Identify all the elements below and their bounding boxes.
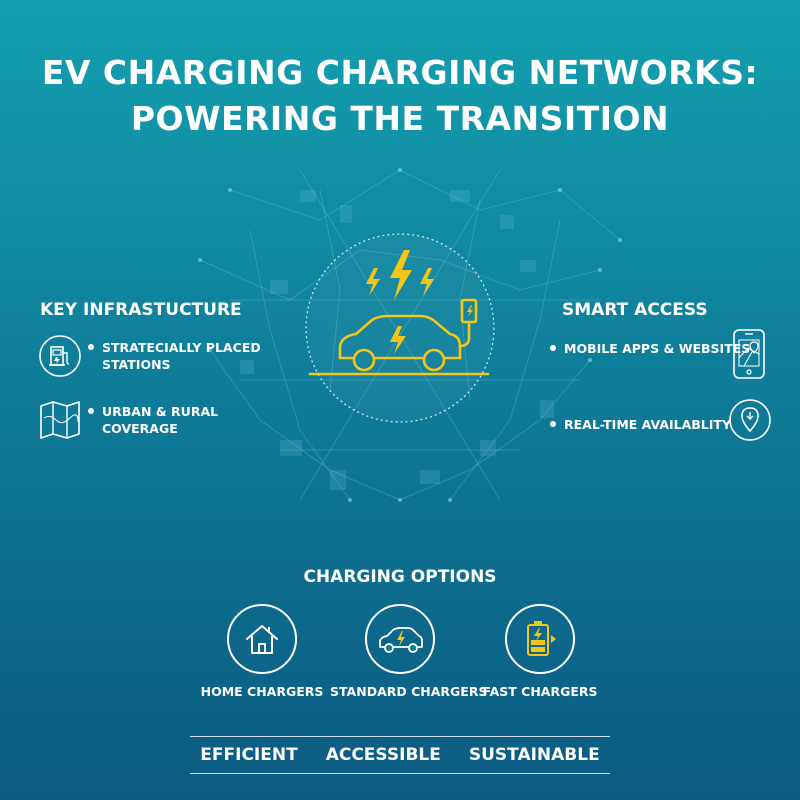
electric-car-charging-icon	[305, 233, 495, 423]
lightning-bolts-icon	[366, 250, 434, 300]
charging-station-icon	[39, 335, 81, 377]
map-icon	[40, 401, 80, 439]
coverage-line-2: COVERAGE	[102, 421, 178, 436]
charging-options-heading: CHARGING OPTIONS	[303, 567, 497, 587]
fast-chargers-label: FAST CHARGERS	[482, 684, 598, 699]
bullet	[88, 408, 94, 414]
smart-access-heading: SMART ACCESS	[562, 300, 708, 320]
tagline-accessible: ACCESSIBLE	[325, 745, 441, 765]
footer-tagline: EFFICIENT ACCESSIBLE SUSTAINABLE	[190, 737, 610, 773]
house-icon	[227, 604, 297, 674]
stations-line-2: STATIONS	[102, 357, 171, 372]
list-item-availability: REAL-TIME AVAILABLITY	[550, 416, 731, 433]
availability-line-1: REAL-TIME AVAILABLITY	[564, 417, 731, 432]
car-bolt-icon	[365, 604, 435, 674]
home-chargers-label: HOME CHARGERS	[200, 684, 324, 699]
tagline-sustainable: SUSTAINABLE	[468, 745, 600, 765]
option-standard-chargers: STANDARD CHARGERS	[330, 604, 488, 699]
apps-line-1: MOBILE APPS & WEBSITES	[564, 341, 751, 356]
option-fast-chargers: FAST CHARGERS	[470, 604, 610, 699]
title-line-1: EV CHARGING CHARGING NETWORKS:	[41, 53, 759, 92]
list-item-coverage: URBAN & RURAL COVERAGE	[88, 403, 218, 437]
coverage-line-1: URBAN & RURAL	[102, 404, 219, 419]
bullet	[88, 344, 94, 350]
tagline-efficient: EFFICIENT	[200, 745, 298, 765]
location-pin-icon	[729, 399, 771, 441]
battery-bolt-icon	[505, 604, 575, 674]
page-title: EV CHARGING CHARGING NETWORKS: POWERING …	[0, 50, 800, 142]
standard-chargers-label: STANDARD CHARGERS	[330, 684, 488, 699]
list-item-stations: STRATECIALLY PLACED STATIONS	[88, 339, 261, 373]
list-item-apps: MOBILE APPS & WEBSITES	[550, 340, 750, 357]
stations-line-1: STRATECIALLY PLACED	[102, 340, 261, 355]
title-line-2: POWERING THE TRANSITION	[130, 99, 670, 138]
option-home-chargers: HOME CHARGERS	[192, 604, 332, 699]
key-infrastructure-heading: KEY INFRASTUCTURE	[40, 300, 242, 320]
bullet	[550, 345, 556, 351]
smartphone-map-icon	[733, 329, 765, 379]
footer-divider-top	[190, 736, 610, 737]
footer-divider-bottom	[190, 773, 610, 774]
bullet	[550, 421, 556, 427]
